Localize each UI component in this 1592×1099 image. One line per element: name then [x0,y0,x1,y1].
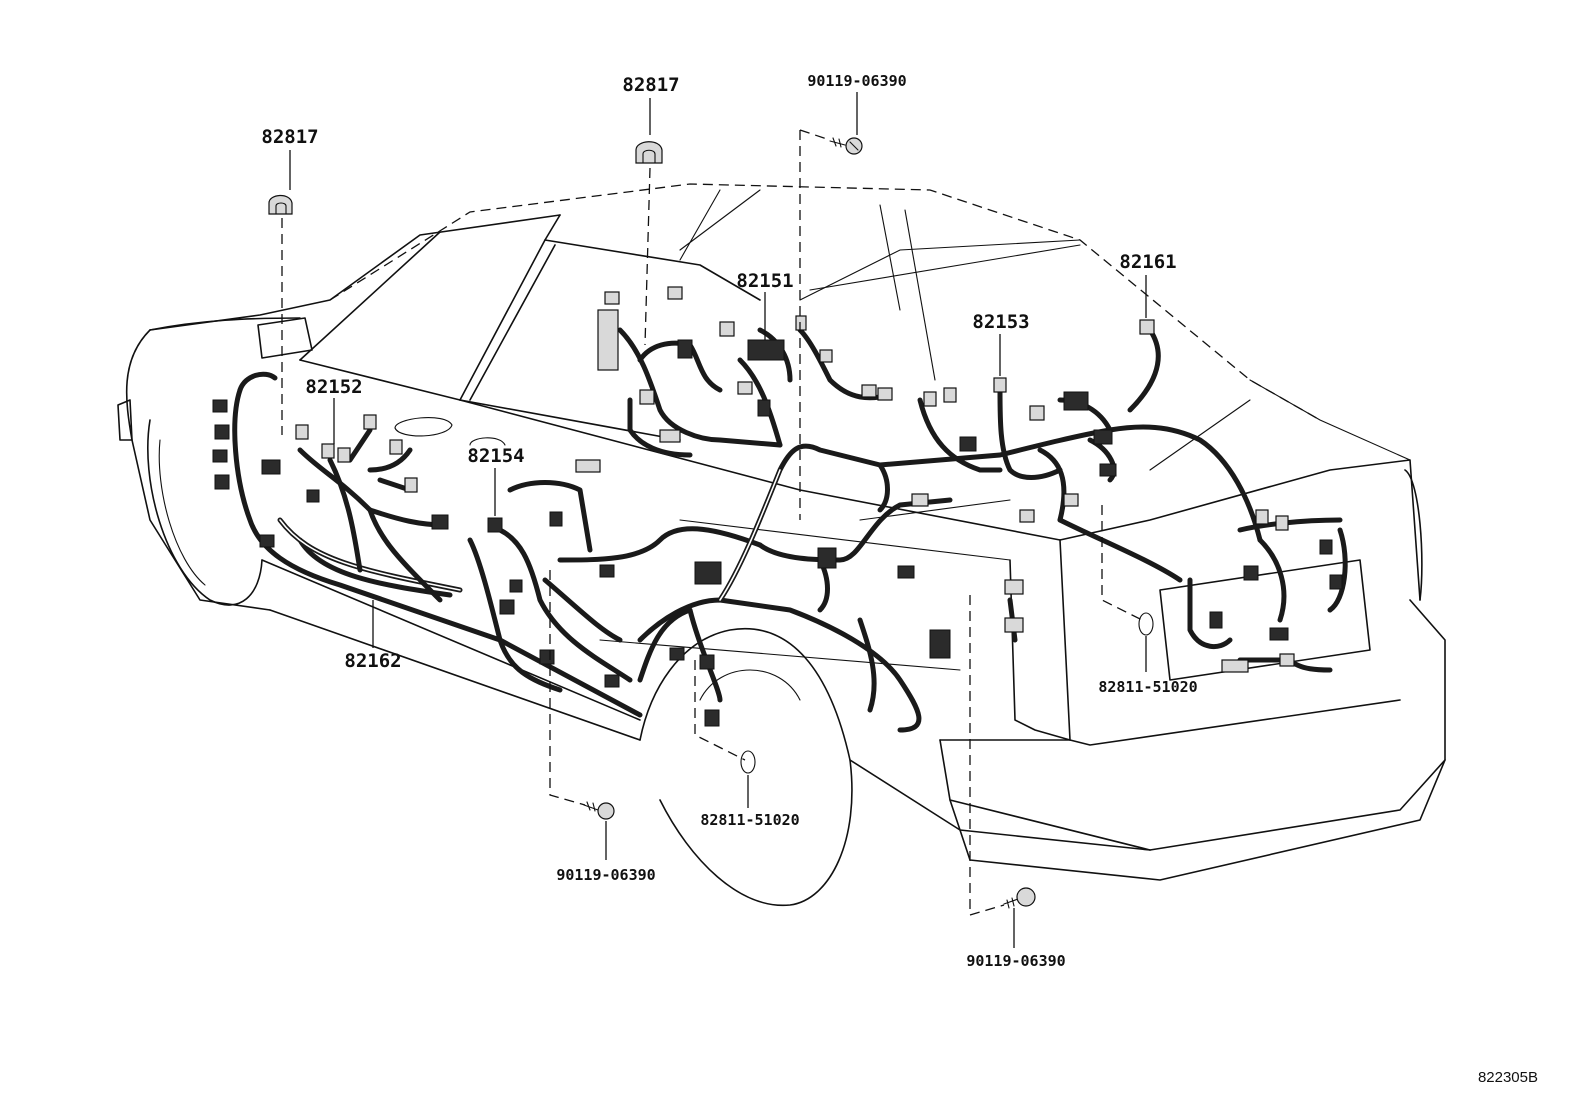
diagram-reference-code: 822305B [1478,1069,1538,1086]
label-leader-lines [289,92,1147,948]
label-82817-center: 82817 [622,74,679,96]
bolt-top [829,137,863,155]
bolt-bottom-right [1003,887,1036,909]
wiring-harness-network [232,327,1348,733]
label-82154: 82154 [467,445,524,467]
clip-82817-left [268,194,293,215]
label-82153: 82153 [972,311,1029,333]
label-82817-left: 82817 [261,126,318,148]
label-82151: 82151 [736,270,793,292]
clamp-rear-right [1138,612,1154,636]
bolt-bottom-left [583,801,615,820]
label-90119-bottom-left: 90119-06390 [556,866,655,884]
label-82162: 82162 [344,650,401,672]
label-82811-right: 82811-51020 [1098,678,1197,696]
clip-82817-center [635,141,663,164]
car-body-outline [117,183,1446,907]
assembly-dashed-lines [281,129,1143,916]
label-82161: 82161 [1119,251,1176,273]
label-82811-bottom: 82811-51020 [700,811,799,829]
harness-connectors [212,286,1343,727]
label-90119-bottom-right: 90119-06390 [966,952,1065,970]
label-82152: 82152 [305,376,362,398]
label-90119-top: 90119-06390 [807,72,906,90]
clamp-rear-bottom [740,750,756,774]
part-number-labels: 82817 82817 90119-06390 82151 82161 8215… [261,72,1197,970]
